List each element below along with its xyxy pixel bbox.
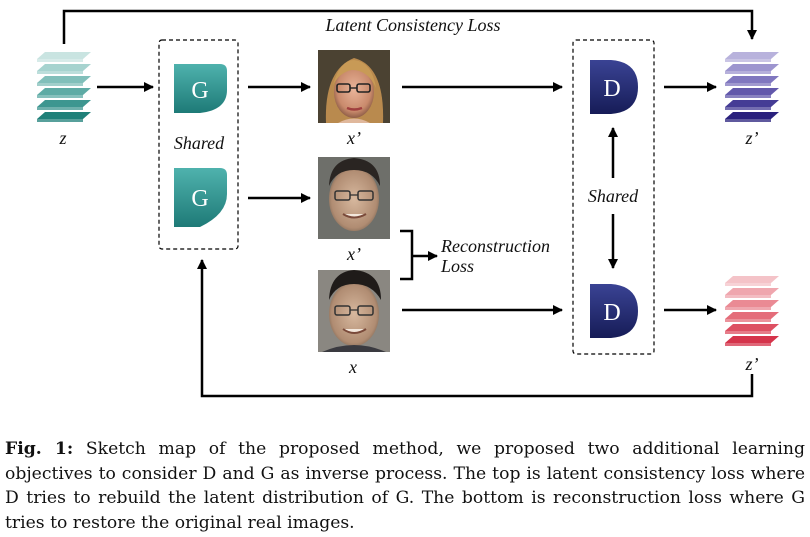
latent-layer-edge — [725, 295, 771, 298]
discriminator-top-letter: D — [603, 76, 620, 102]
latent-layer-edge — [37, 71, 83, 74]
z-latent-stack — [37, 52, 91, 122]
reconstruction-loss-line2: Loss — [440, 256, 474, 276]
z-label: z — [58, 128, 66, 148]
shared-discriminator-label: Shared — [588, 186, 639, 206]
latent-layer-edge — [37, 107, 83, 110]
latent-layer — [37, 112, 91, 119]
latent-layer-edge — [37, 119, 83, 122]
shared-generator-label: Shared — [174, 133, 225, 153]
latent-layer — [725, 276, 779, 283]
latent-layer — [725, 336, 779, 343]
discriminator-bottom-letter: D — [603, 300, 620, 326]
latent-layer-edge — [37, 83, 83, 86]
z-prime-bottom-label: z’ — [745, 354, 759, 374]
generator-bottom-icon — [174, 168, 227, 227]
latent-layer — [725, 300, 779, 307]
generator-bottom-letter: G — [191, 186, 208, 212]
z-prime-bottom-stack — [725, 276, 779, 346]
latent-layer-edge — [725, 343, 771, 346]
reconstruction-bracket — [400, 229, 414, 281]
z-prime-top-stack — [725, 52, 779, 122]
figure-caption: Fig. 1: Sketch map of the proposed metho… — [5, 437, 805, 535]
x-prime-top-label: x’ — [346, 128, 361, 148]
latent-layer — [37, 88, 91, 95]
reconstruction-loss-line1: Reconstruction — [440, 236, 550, 256]
real-face-man — [318, 270, 390, 352]
latent-layer-edge — [725, 331, 771, 334]
generated-face-man — [318, 157, 390, 239]
latent-layer — [725, 52, 779, 59]
latent-layer — [725, 88, 779, 95]
latent-layer — [725, 76, 779, 83]
latent-layer — [37, 100, 91, 107]
method-diagram: Latent Consistency Loss z G Shared G x’ — [37, 9, 779, 398]
latent-layer — [725, 64, 779, 71]
generated-face-woman — [318, 50, 390, 123]
shared-discriminator-box — [572, 39, 655, 355]
discriminator-top-icon — [590, 60, 638, 114]
latent-layer-edge — [725, 83, 771, 86]
latent-layer-edge — [725, 59, 771, 62]
latent-layer-edge — [725, 307, 771, 310]
generator-top-letter: G — [191, 78, 208, 104]
latent-layer — [37, 76, 91, 83]
caption-label: Fig. 1: — [5, 439, 74, 459]
latent-layer-edge — [725, 283, 771, 286]
z-prime-top-label: z’ — [745, 128, 759, 148]
latent-layer — [37, 52, 91, 59]
latent-layer — [725, 324, 779, 331]
latent-layer — [37, 64, 91, 71]
latent-layer-edge — [725, 319, 771, 322]
latent-loss-loop-arrow — [62, 9, 757, 44]
latent-layer — [725, 312, 779, 319]
latent-layer-edge — [725, 107, 771, 110]
latent-layer — [725, 288, 779, 295]
caption-text: Sketch map of the proposed method, we pr… — [5, 439, 805, 533]
latent-layer-edge — [37, 95, 83, 98]
latent-loss-label: Latent Consistency Loss — [324, 15, 500, 35]
x-prime-mid-label: x’ — [346, 244, 361, 264]
latent-layer-edge — [37, 59, 83, 62]
latent-layer-edge — [725, 95, 771, 98]
shared-generator-box — [158, 39, 239, 250]
generator-top-icon — [174, 64, 227, 113]
reconstruction-feedback-arrow — [197, 259, 754, 398]
discriminator-bottom-icon — [590, 284, 638, 338]
latent-layer-edge — [725, 71, 771, 74]
latent-layer-edge — [725, 119, 771, 122]
x-label: x — [348, 357, 357, 377]
latent-layer — [725, 112, 779, 119]
latent-layer — [725, 100, 779, 107]
